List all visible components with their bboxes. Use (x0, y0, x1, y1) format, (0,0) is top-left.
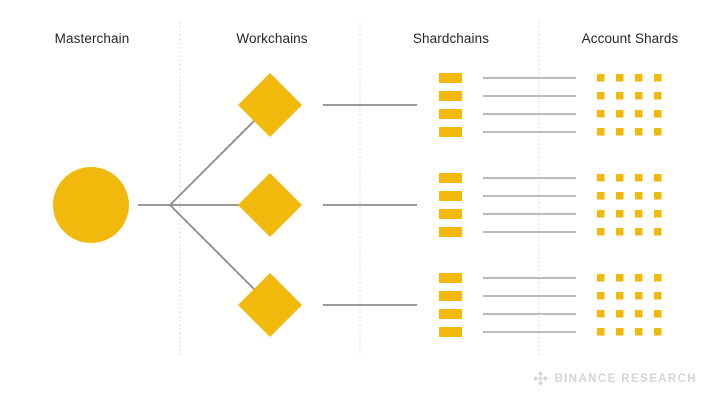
account-shard-cell (597, 74, 605, 82)
workchain-node (238, 173, 302, 237)
account-shard-cell (654, 110, 662, 118)
account-shard-cell (654, 128, 662, 136)
account-shard-cell (597, 228, 605, 236)
shardchain-block (439, 127, 462, 137)
account-shard-cell (597, 292, 605, 300)
account-shard-cell (654, 192, 662, 200)
account-shard-cell (654, 310, 662, 318)
account-shard-cell (654, 328, 662, 336)
account-shard-cell (597, 274, 605, 282)
account-shard-cell (654, 210, 662, 218)
column-header-masterchain: Masterchain (54, 31, 130, 46)
account-shard-cell (635, 92, 643, 100)
account-shard-cell (616, 292, 624, 300)
shardchain-block (439, 191, 462, 201)
shardchain-block (439, 109, 462, 119)
account-shard-cell (635, 128, 643, 136)
account-shard-cell (635, 292, 643, 300)
binance-research-label: BINANCE RESEARCH (554, 372, 697, 385)
account-shard-cell (616, 92, 624, 100)
account-shard-cell (635, 210, 643, 218)
account-shard-cell (597, 328, 605, 336)
shardchain-block (439, 73, 462, 83)
account-shard-cell (616, 74, 624, 82)
account-shard-cell (597, 310, 605, 318)
workchain-node (238, 73, 302, 137)
account-shard-cell (635, 110, 643, 118)
account-shard-cell (654, 292, 662, 300)
shardchain-block (439, 273, 462, 283)
account-shard-cell (635, 274, 643, 282)
account-shard-cell (597, 174, 605, 182)
shardchain-block (439, 309, 462, 319)
account-shard-cell (635, 174, 643, 182)
account-shard-cell (616, 128, 624, 136)
account-shard-cell (597, 92, 605, 100)
account-shard-cell (597, 110, 605, 118)
masterchain-workchain-connector (169, 104, 271, 206)
shardchain-block (439, 209, 462, 219)
account-shard-cell (616, 274, 624, 282)
workchain-node (238, 273, 302, 337)
account-shard-cell (616, 210, 624, 218)
account-shard-cell (654, 74, 662, 82)
shardchain-block (439, 291, 462, 301)
account-shard-cell (635, 192, 643, 200)
shardchain-block (439, 227, 462, 237)
masterchain-node (53, 167, 129, 243)
column-header-shardchains: Shardchains (412, 31, 490, 46)
account-shard-cell (654, 228, 662, 236)
masterchain-workchain-connector (169, 204, 271, 306)
account-shard-cell (616, 328, 624, 336)
account-shard-cell (616, 228, 624, 236)
shardchain-block (439, 173, 462, 183)
account-shard-cell (635, 310, 643, 318)
account-shard-cell (635, 74, 643, 82)
account-shard-cell (654, 92, 662, 100)
shardchain-block (439, 91, 462, 101)
column-header-account-shards: Account Shards (581, 31, 679, 46)
binance-research-logo: BINANCE RESEARCH (533, 371, 697, 386)
account-shard-cell (635, 328, 643, 336)
account-shard-cell (616, 174, 624, 182)
account-shard-cell (616, 310, 624, 318)
account-shard-cell (597, 192, 605, 200)
shardchain-block (439, 327, 462, 337)
account-shard-cell (597, 128, 605, 136)
account-shard-cell (654, 174, 662, 182)
account-shard-cell (635, 228, 643, 236)
account-shard-cell (654, 274, 662, 282)
account-shard-cell (616, 192, 624, 200)
column-header-workchains: Workchains (236, 31, 308, 46)
binance-diamond-icon (533, 371, 549, 386)
account-shard-cell (616, 110, 624, 118)
account-shard-cell (597, 210, 605, 218)
